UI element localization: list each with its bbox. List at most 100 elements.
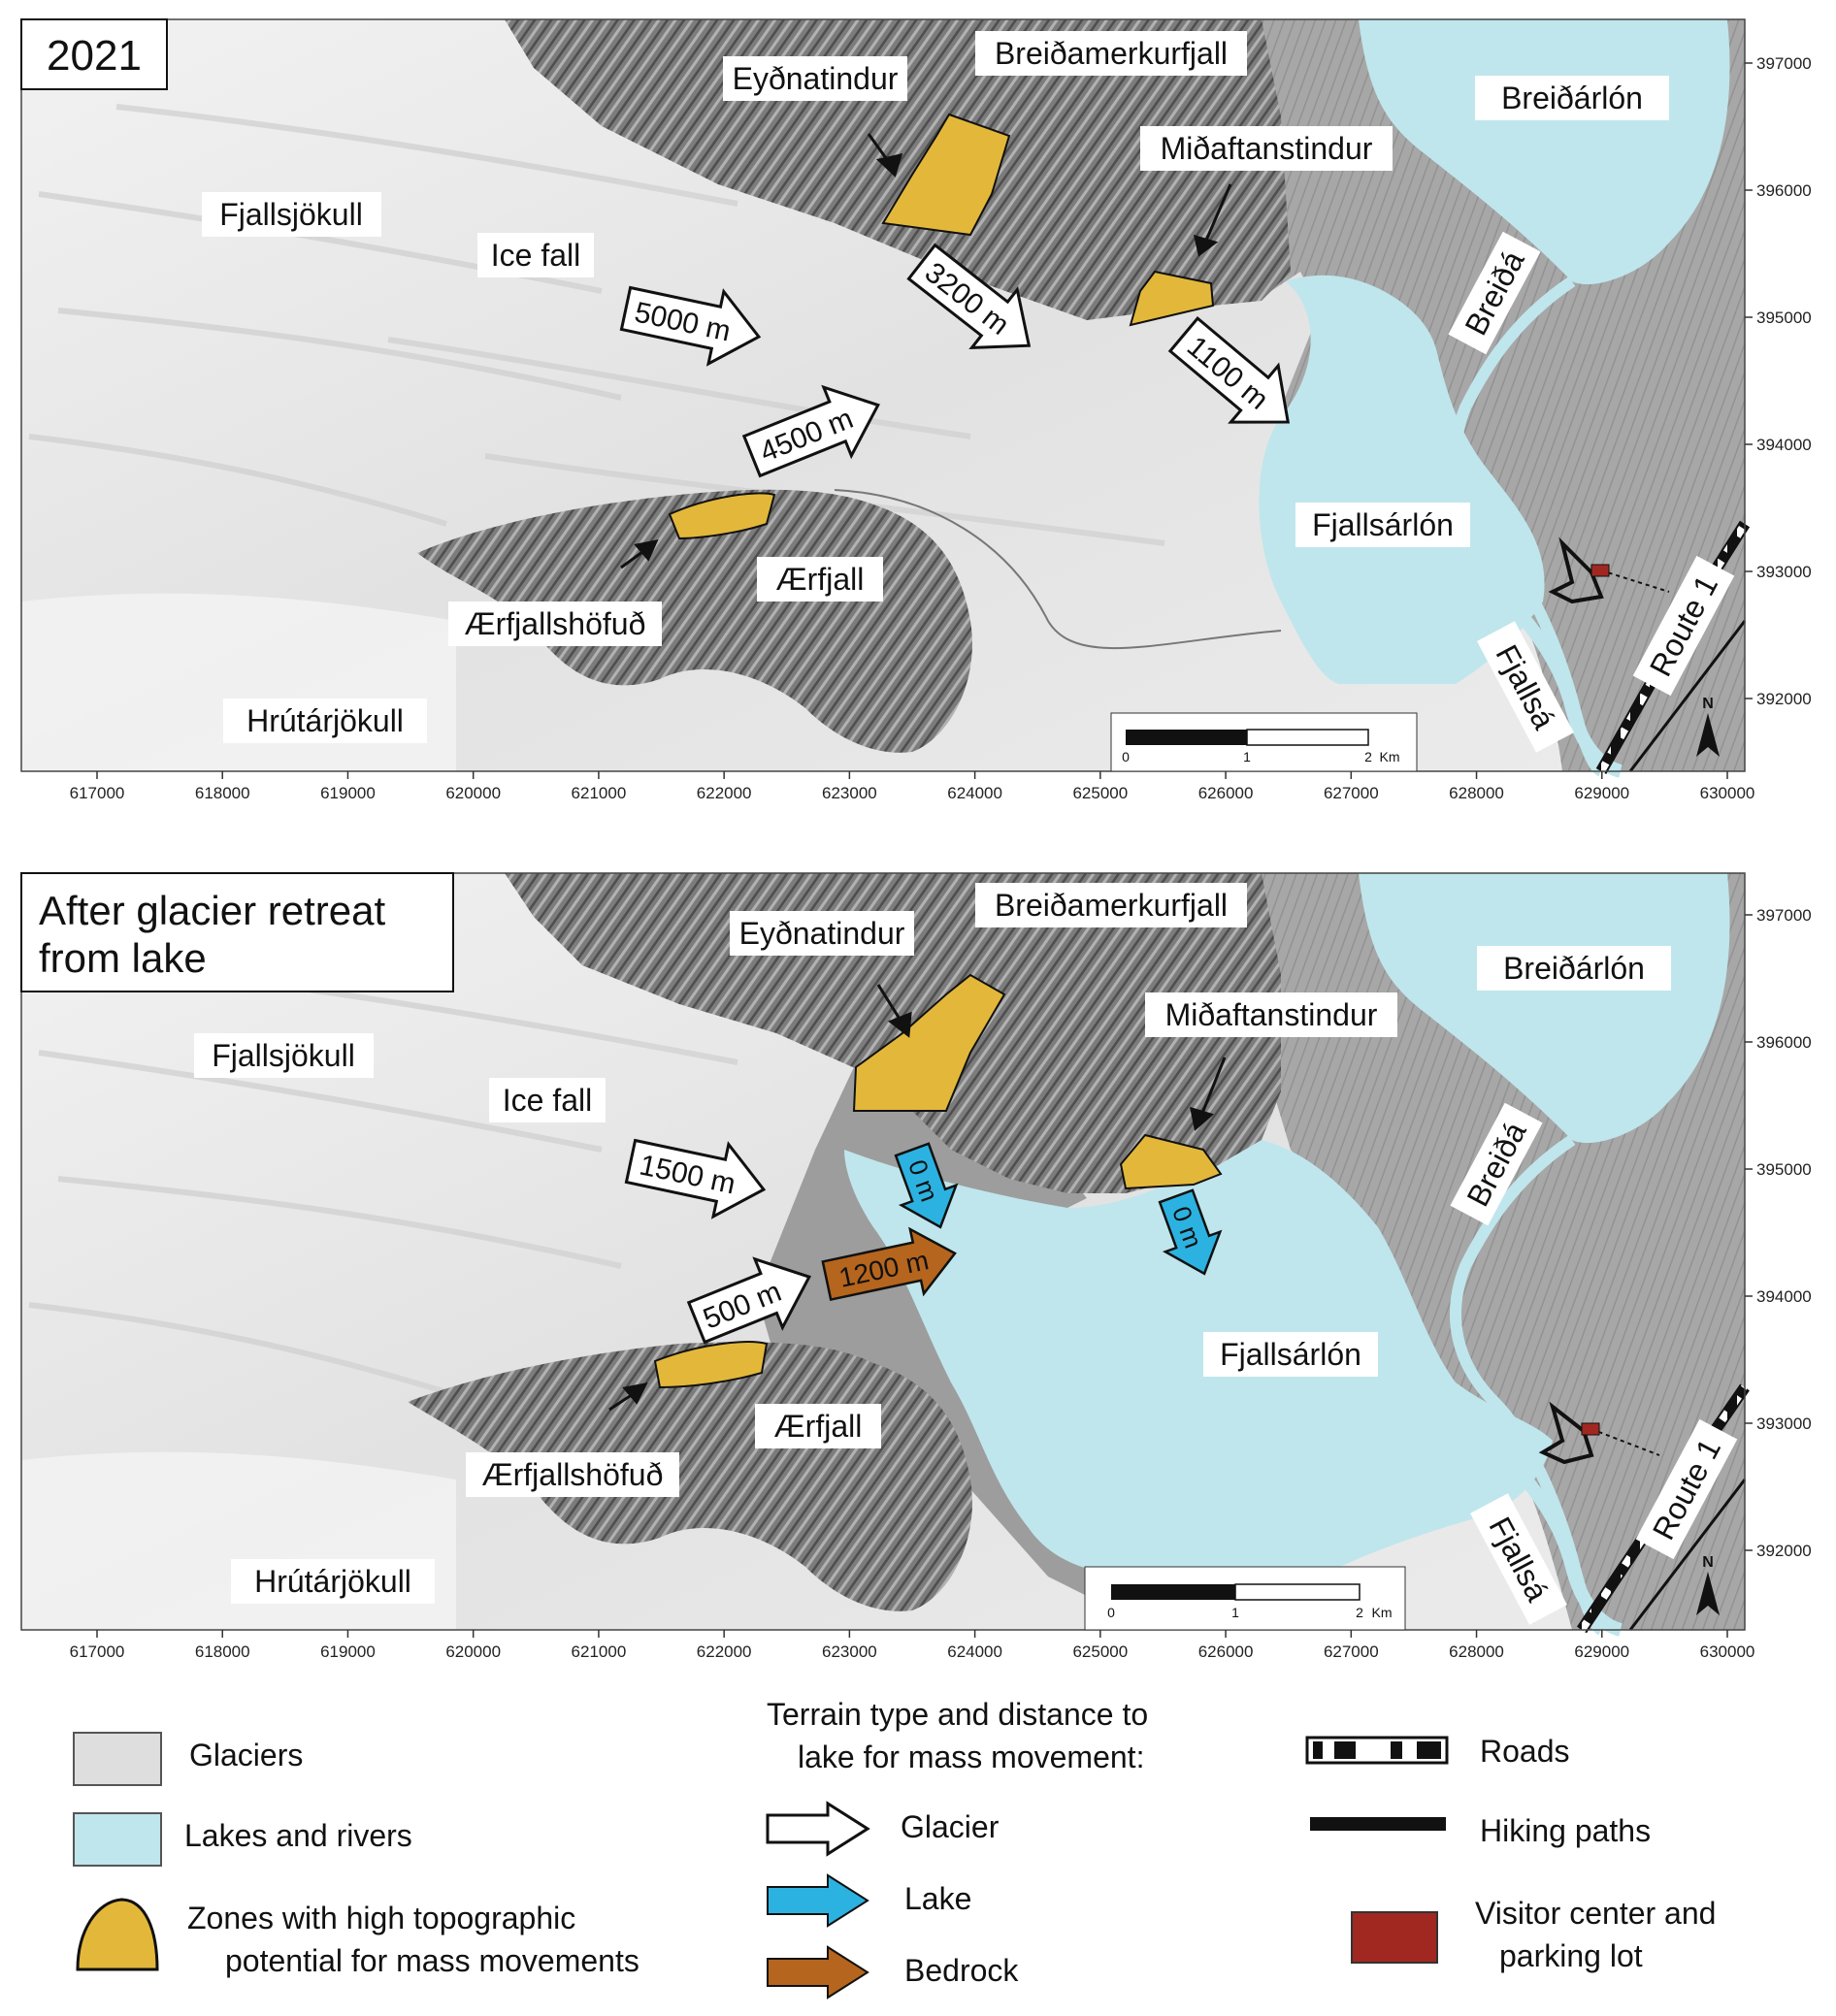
legend-hiking-label: Hiking paths xyxy=(1480,1813,1652,1848)
map-frame xyxy=(20,18,1746,772)
x-tick-label: 617000 xyxy=(70,1642,125,1661)
hazard-zone-aerfjallshofud xyxy=(653,1341,769,1389)
breidamerkurfjall-mountain xyxy=(505,873,1281,1193)
panel-title: 2021 xyxy=(47,32,142,80)
label-fjallsjokull: Fjallsjökull xyxy=(212,1038,355,1073)
legend-lakes-swatch xyxy=(73,1812,162,1867)
legend-zones-swatch xyxy=(76,1898,159,1971)
north-arrow: N xyxy=(1696,1554,1720,1615)
legend-glacier-arrow xyxy=(766,1801,870,1857)
x-tick-label: 628000 xyxy=(1449,784,1504,802)
x-tick-label: 622000 xyxy=(697,784,752,802)
legend-visitor-label-1: Visitor center and xyxy=(1475,1896,1717,1931)
legend-lake-arrow xyxy=(767,1873,869,1928)
y-tick-label: 392000 xyxy=(1756,690,1812,708)
x-tick-label: 617000 xyxy=(70,784,125,802)
label-fjallsjokull: Fjallsjökull xyxy=(219,197,363,232)
panel-title-line-1: After glacier retreat xyxy=(39,888,385,933)
route-boundary xyxy=(1628,620,1747,772)
hazard-zone-aerfjallshofud xyxy=(668,492,776,540)
north-label: N xyxy=(1702,1554,1714,1571)
y-tick-label: 394000 xyxy=(1756,436,1812,454)
legend-zones-label-2: potential for mass movements xyxy=(225,1943,639,1978)
hazard-zone-eydnatindur xyxy=(852,973,1006,1112)
scale-tick-1: 1 xyxy=(1243,749,1251,764)
y-tick-label: 393000 xyxy=(1756,1414,1812,1433)
legend-terrain-title-2: lake for mass movement: xyxy=(798,1740,1145,1774)
x-tick-label: 619000 xyxy=(320,1642,376,1661)
legend-roads-label: Roads xyxy=(1480,1734,1570,1769)
legend-zones-label-1: Zones with high topographic xyxy=(187,1901,576,1935)
label-breidamerkurfjall: Breiðamerkurfjall xyxy=(995,888,1228,923)
distance-arrow-0-lake-1: 0 m xyxy=(894,1142,959,1229)
label-breidarlon: Breiðárlón xyxy=(1501,81,1643,115)
fjallsarlon-lake xyxy=(1259,275,1545,684)
y-tick-label: 395000 xyxy=(1756,309,1812,327)
label-icefall: Ice fall xyxy=(503,1083,592,1118)
x-tick-label: 623000 xyxy=(822,784,877,802)
label-aerfjall: Ærfjall xyxy=(774,1409,863,1444)
pointer-arrows xyxy=(620,133,1232,569)
x-tick-label: 629000 xyxy=(1574,1642,1629,1661)
legend-glaciers-swatch xyxy=(73,1732,162,1786)
x-tick-label: 622000 xyxy=(697,1642,752,1661)
label-midaftanstindur: Miðaftanstindur xyxy=(1165,997,1378,1032)
panel-title-box xyxy=(20,872,454,992)
north-arrow: N xyxy=(1696,696,1720,757)
legend-glaciers-label: Glaciers xyxy=(189,1738,304,1772)
y-tick-label: 394000 xyxy=(1756,1287,1812,1306)
label-breidamerkurfjall: Breiðamerkurfjall xyxy=(995,36,1228,71)
y-tick-label: 392000 xyxy=(1756,1542,1812,1560)
legend-glacier-label: Glacier xyxy=(901,1809,1000,1844)
pointer-arrows xyxy=(608,984,1227,1412)
x-tick-label: 630000 xyxy=(1700,1642,1755,1661)
x-tick-label: 630000 xyxy=(1700,784,1755,802)
label-fjallsarlon: Fjallsárlón xyxy=(1220,1337,1361,1372)
x-tick-label: 621000 xyxy=(572,1642,627,1661)
breidarlon-lake xyxy=(1359,873,1730,1144)
map-2021: 5000 m 3200 m 1100 m 4500 m 2021 Breiðam… xyxy=(20,18,1812,802)
map-frame xyxy=(20,872,1746,1631)
route-boundary xyxy=(1628,1479,1747,1631)
x-tick-label: 620000 xyxy=(445,784,501,802)
legend-lakes-label: Lakes and rivers xyxy=(184,1818,412,1853)
panel-title-box xyxy=(20,18,168,90)
legend-roads-swatch xyxy=(1305,1736,1449,1765)
visitor-center xyxy=(1590,564,1610,577)
x-tick-label: 625000 xyxy=(1072,1642,1128,1661)
label-icefall: Ice fall xyxy=(491,238,580,273)
label-aerfjall: Ærfjall xyxy=(776,562,865,597)
map-panel-after-retreat: 1500 m 500 m 1200 m 0 m 0 m After glacie… xyxy=(0,859,1836,1683)
x-tick-label: 620000 xyxy=(445,1642,501,1661)
label-breidarlon: Breiðárlón xyxy=(1503,951,1645,986)
x-tick-label: 619000 xyxy=(320,784,376,802)
legend-hiking-swatch xyxy=(1310,1817,1446,1831)
scale-unit: Km xyxy=(1372,1605,1393,1620)
scale-tick-2: 2 xyxy=(1356,1605,1363,1620)
hazard-zone-eydnatindur xyxy=(881,113,1011,237)
legend-bedrock-label: Bedrock xyxy=(904,1953,1019,1988)
y-tick-label: 396000 xyxy=(1756,1033,1812,1052)
label-hrutarjokull: Hrútárjökull xyxy=(254,1564,411,1599)
scale-unit: Km xyxy=(1380,749,1400,764)
label-aerfjallshofud: Ærfjallshöfuð xyxy=(482,1457,664,1492)
y-tick-label: 395000 xyxy=(1756,1160,1812,1179)
visitor-center xyxy=(1581,1422,1600,1436)
x-tick-label: 624000 xyxy=(947,784,1002,802)
glacier-margin xyxy=(834,489,1282,650)
scale-tick-0: 0 xyxy=(1122,749,1130,764)
scale-bar: 0 1 2 Km xyxy=(1084,1566,1406,1631)
x-tick-label: 618000 xyxy=(195,784,250,802)
north-label: N xyxy=(1702,696,1714,712)
legend: Glaciers Lakes and rivers Zones with hig… xyxy=(0,1693,1836,2016)
x-tick-label: 623000 xyxy=(822,1642,877,1661)
fjallsarlon-lake xyxy=(844,1140,1553,1577)
x-tick-label: 628000 xyxy=(1449,1642,1504,1661)
y-tick-label: 396000 xyxy=(1756,181,1812,200)
x-tick-label: 627000 xyxy=(1324,1642,1379,1661)
scale-tick-1: 1 xyxy=(1231,1605,1239,1620)
hazard-zone-midaftanstindur xyxy=(1129,270,1215,327)
